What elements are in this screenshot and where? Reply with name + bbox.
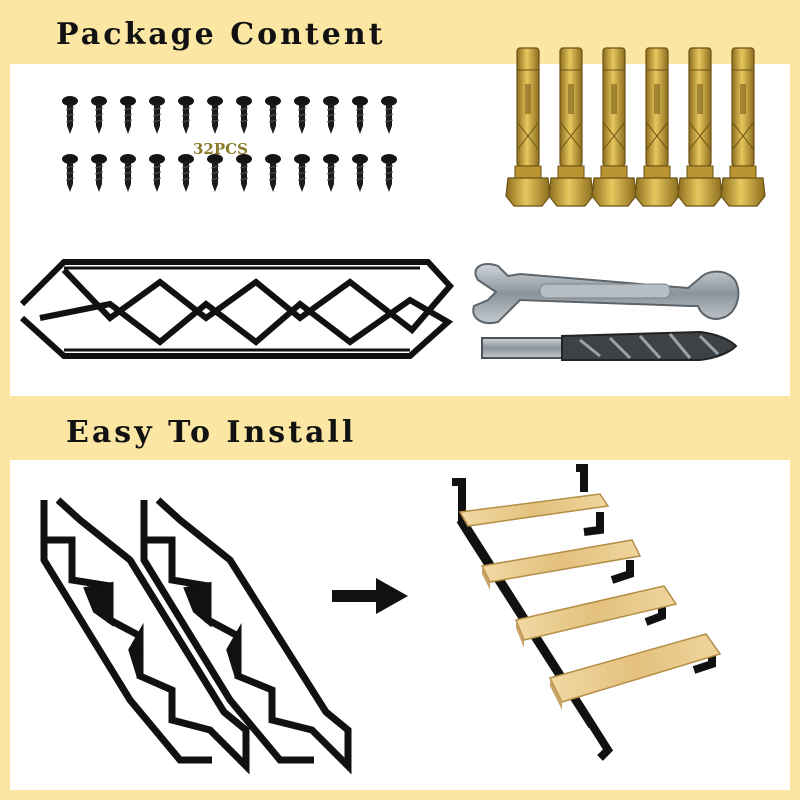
assembled-staircase <box>452 464 722 761</box>
screw <box>91 96 107 134</box>
screw <box>265 154 281 192</box>
anchor-bolt <box>720 47 766 207</box>
screw <box>62 96 78 134</box>
screw <box>236 154 252 192</box>
screw <box>91 154 107 192</box>
screw <box>381 154 397 192</box>
anchor-bolts-group <box>505 47 766 207</box>
stair-stringer-right <box>140 497 352 775</box>
screw <box>352 96 368 134</box>
screw <box>178 96 194 134</box>
screw <box>120 154 136 192</box>
screw-count-label: 32PCS <box>193 140 248 158</box>
drill-bit <box>481 330 738 361</box>
screw <box>207 96 223 134</box>
wood-treads <box>458 493 722 710</box>
screw <box>352 154 368 192</box>
screw <box>323 96 339 134</box>
screw <box>178 154 194 192</box>
screw <box>294 154 310 192</box>
screw <box>236 96 252 134</box>
anchor-bolt <box>591 47 637 207</box>
installation-panel <box>10 460 790 790</box>
screw <box>149 96 165 134</box>
anchor-bolt <box>548 47 594 207</box>
screw <box>381 96 397 134</box>
stair-stringer-left <box>40 497 250 775</box>
anchor-bolt <box>634 47 680 207</box>
screw <box>120 96 136 134</box>
anchor-bolt <box>677 47 723 207</box>
easy-install-banner: Easy To Install <box>0 404 430 460</box>
package-content-banner: Package Content <box>0 6 440 62</box>
screw <box>207 154 223 192</box>
screw <box>265 96 281 134</box>
right-arrow-icon <box>332 578 408 614</box>
wrench <box>472 262 740 324</box>
flat-stair-stringers <box>19 259 455 359</box>
screws-group <box>62 96 397 192</box>
screw <box>323 154 339 192</box>
anchor-bolt <box>505 47 551 207</box>
screw <box>62 154 78 192</box>
screw <box>149 154 165 192</box>
screw <box>294 96 310 134</box>
